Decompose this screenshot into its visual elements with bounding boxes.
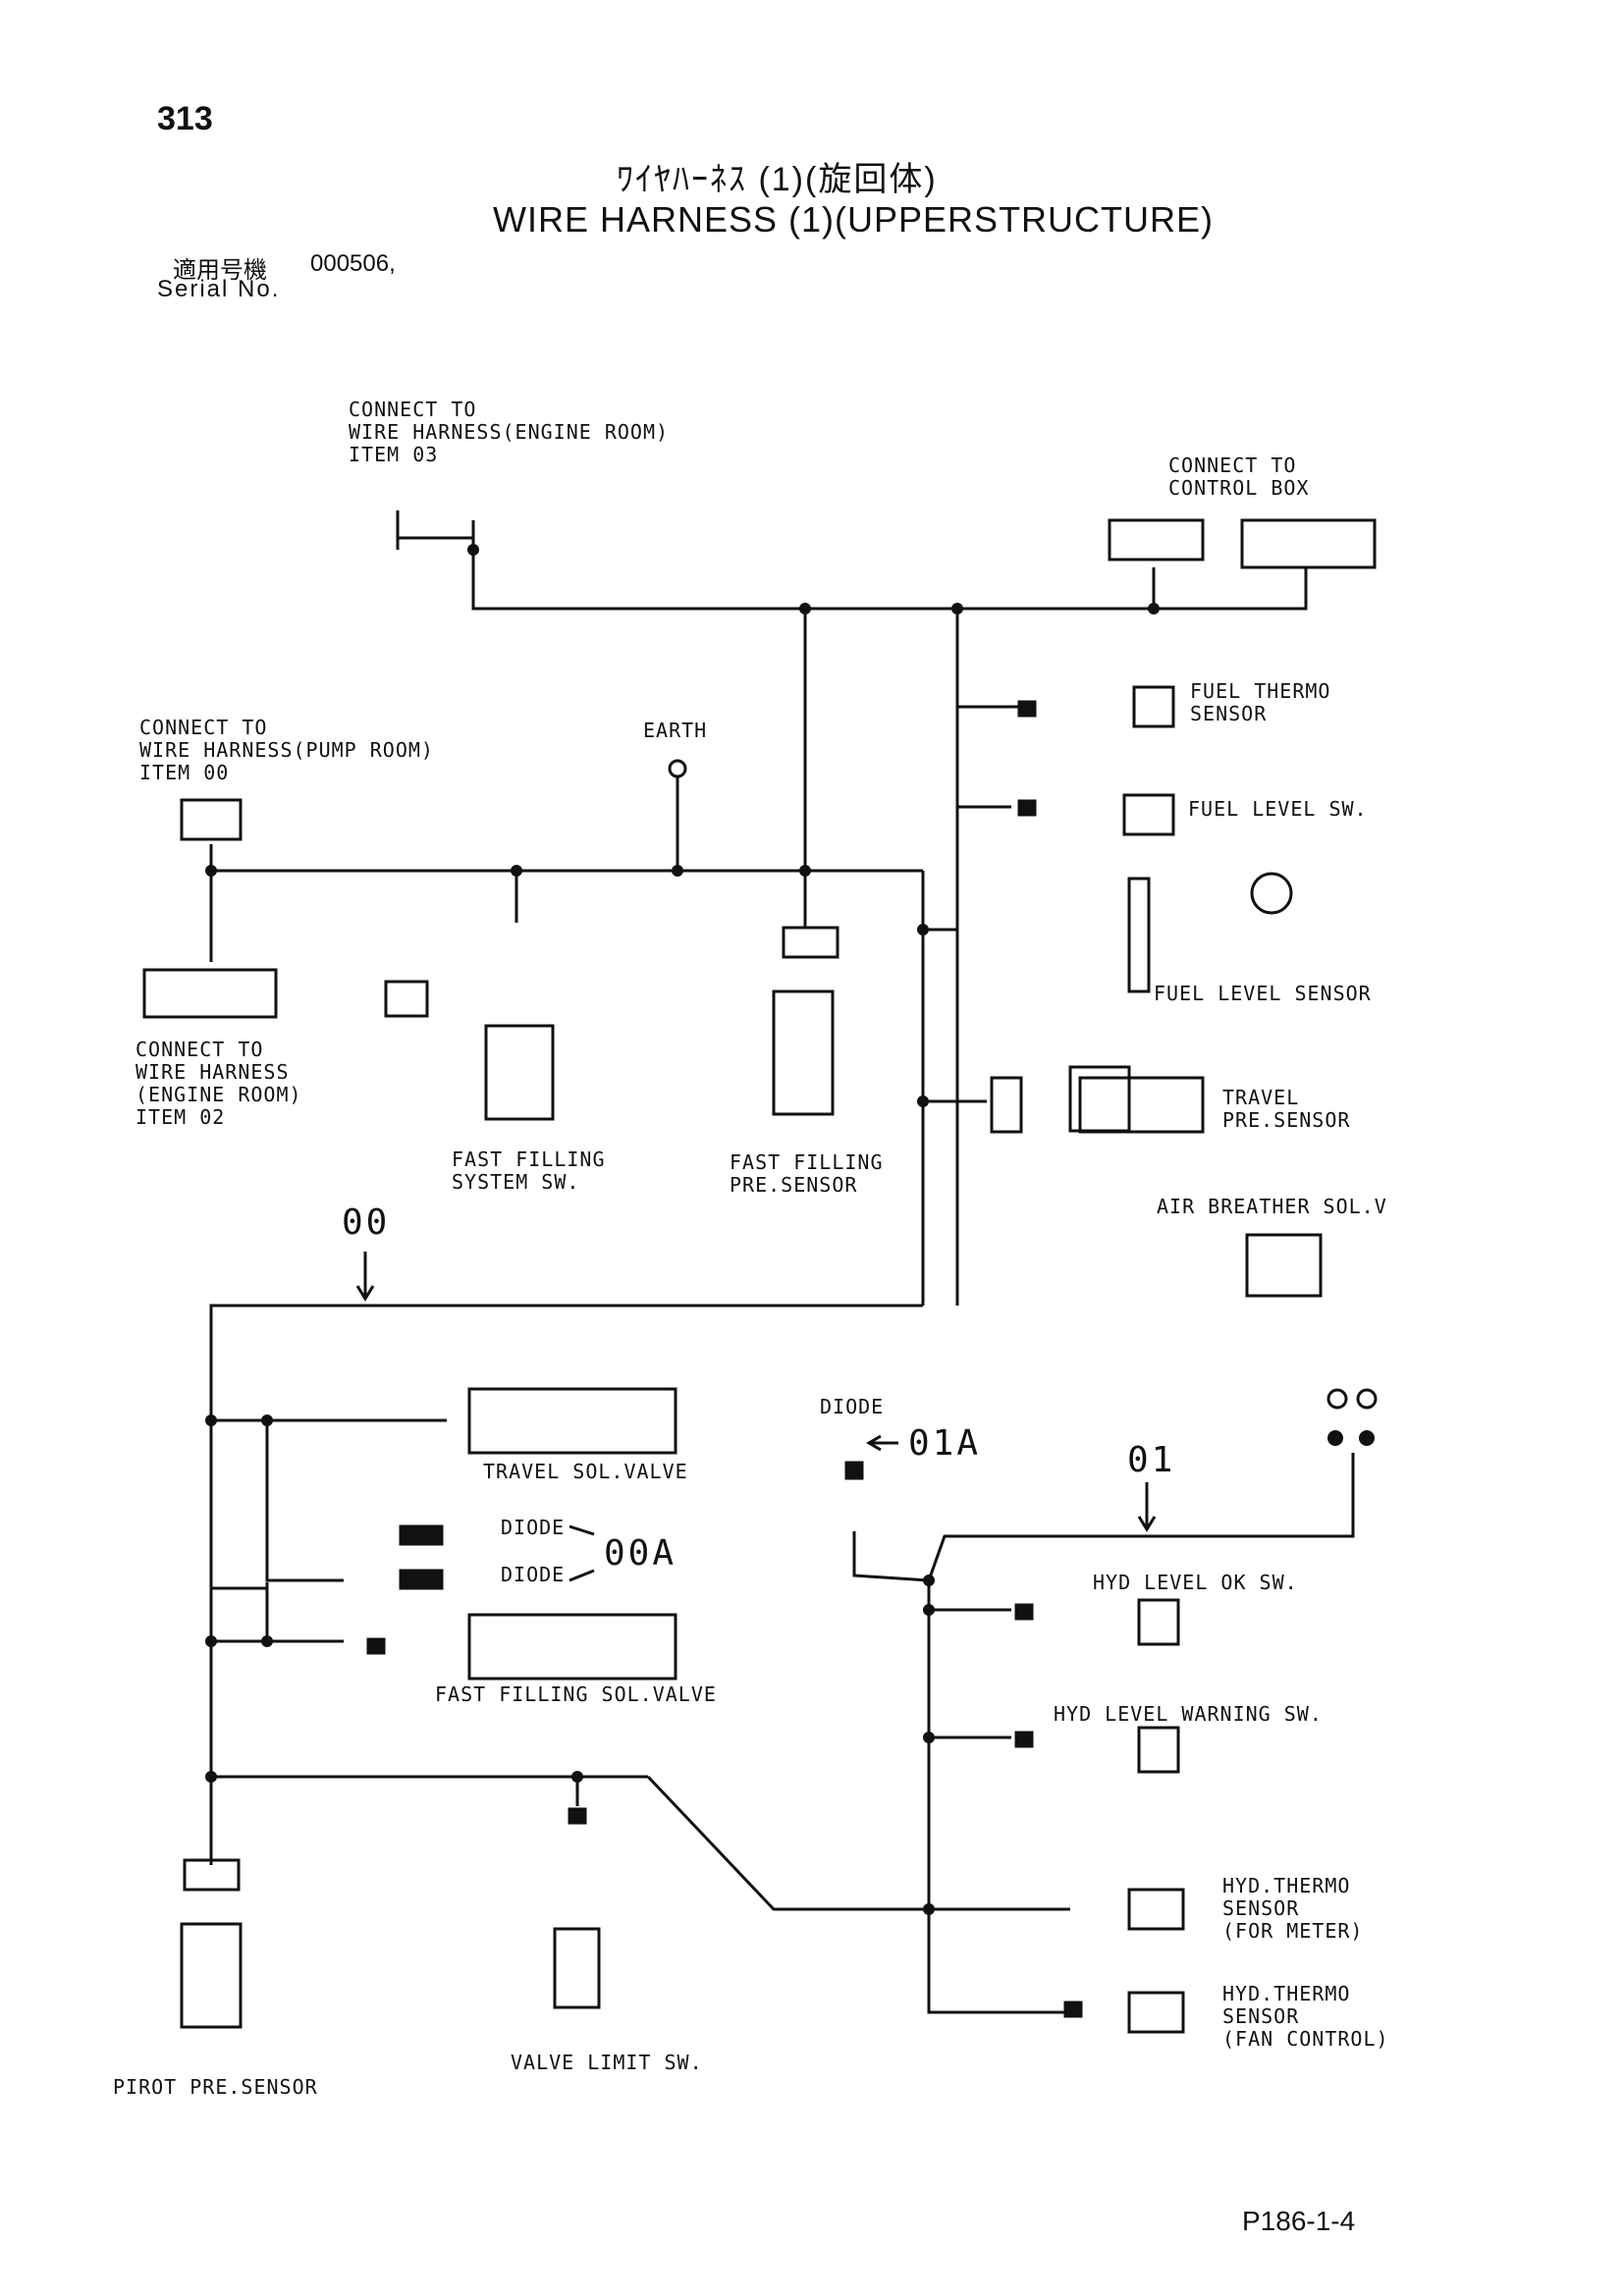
harness-00-label: 00 — [342, 1202, 391, 1243]
hyd-thermo-meter-label: HYD.THERMO SENSOR (FOR METER) — [1222, 1874, 1364, 1943]
travel-sol-valve-label: TRAVEL SOL.VALVE — [483, 1460, 688, 1483]
harness-01-label: 01 — [1127, 1440, 1176, 1480]
diode-01a-label: 01A — [908, 1423, 982, 1464]
serial-label-japanese: 適用号機 — [173, 257, 267, 284]
connect-control-box-label: CONNECT TO CONTROL BOX — [1168, 454, 1310, 500]
connect-engine-room-item03-label: CONNECT TO WIRE HARNESS(ENGINE ROOM) ITE… — [349, 398, 670, 466]
serial-label-english: Serial No. — [157, 276, 281, 302]
diode-label-1: DIODE — [501, 1516, 566, 1539]
fast-filling-system-sw-label: FAST FILLING SYSTEM SW. — [452, 1148, 606, 1194]
diode-00a-label: 00A — [604, 1533, 677, 1574]
connector-blocks — [142, 518, 1377, 1892]
fuel-level-sensor-label: FUEL LEVEL SENSOR — [1154, 982, 1372, 1005]
junction-dots — [205, 544, 1160, 1915]
connector-plugs — [366, 700, 1083, 2018]
valve-limit-sw-label: VALVE LIMIT SW. — [511, 2051, 703, 2074]
diode-label-2: DIODE — [501, 1563, 566, 1586]
hyd-thermo-fan-label: HYD.THERMO SENSOR (FAN CONTROL) — [1222, 1982, 1389, 2051]
pointer-arrows — [355, 1252, 1157, 1582]
connect-pump-room-item00-label: CONNECT TO WIRE HARNESS(PUMP ROOM) ITEM … — [139, 716, 434, 784]
sensor-symbols — [180, 685, 1378, 2034]
hyd-level-ok-sw-label: HYD LEVEL OK SW. — [1093, 1571, 1298, 1594]
title-japanese: ﾜｲﾔﾊｰﾈｽ (1)(旋回体) — [617, 161, 938, 198]
earth-label: EARTH — [643, 719, 708, 742]
fuel-thermo-sensor-label: FUEL THERMO SENSOR — [1190, 679, 1331, 725]
diode-top-label: DIODE — [820, 1395, 885, 1418]
pirot-pre-sensor-label: PIROT PRE.SENSOR — [113, 2075, 318, 2099]
air-breather-sol-v-label: AIR BREATHER SOL.V — [1157, 1195, 1387, 1218]
fast-filling-sol-valve-label: FAST FILLING SOL.VALVE — [435, 1682, 717, 1706]
drawing-reference: P186-1-4 — [1242, 2206, 1356, 2236]
fuel-level-sw-label: FUEL LEVEL SW. — [1188, 797, 1368, 821]
travel-pre-sensor-label: TRAVEL PRE.SENSOR — [1222, 1086, 1351, 1132]
hyd-level-warning-sw-label: HYD LEVEL WARNING SW. — [1054, 1702, 1323, 1726]
page-number: 313 — [157, 100, 213, 137]
serial-value: 000506, — [310, 250, 396, 277]
fast-filling-pre-sensor-label: FAST FILLING PRE.SENSOR — [730, 1150, 884, 1197]
title-english: WIRE HARNESS (1)(UPPERSTRUCTURE) — [493, 199, 1215, 240]
connect-engine-room-item02-label: CONNECT TO WIRE HARNESS (ENGINE ROOM) IT… — [135, 1038, 302, 1129]
